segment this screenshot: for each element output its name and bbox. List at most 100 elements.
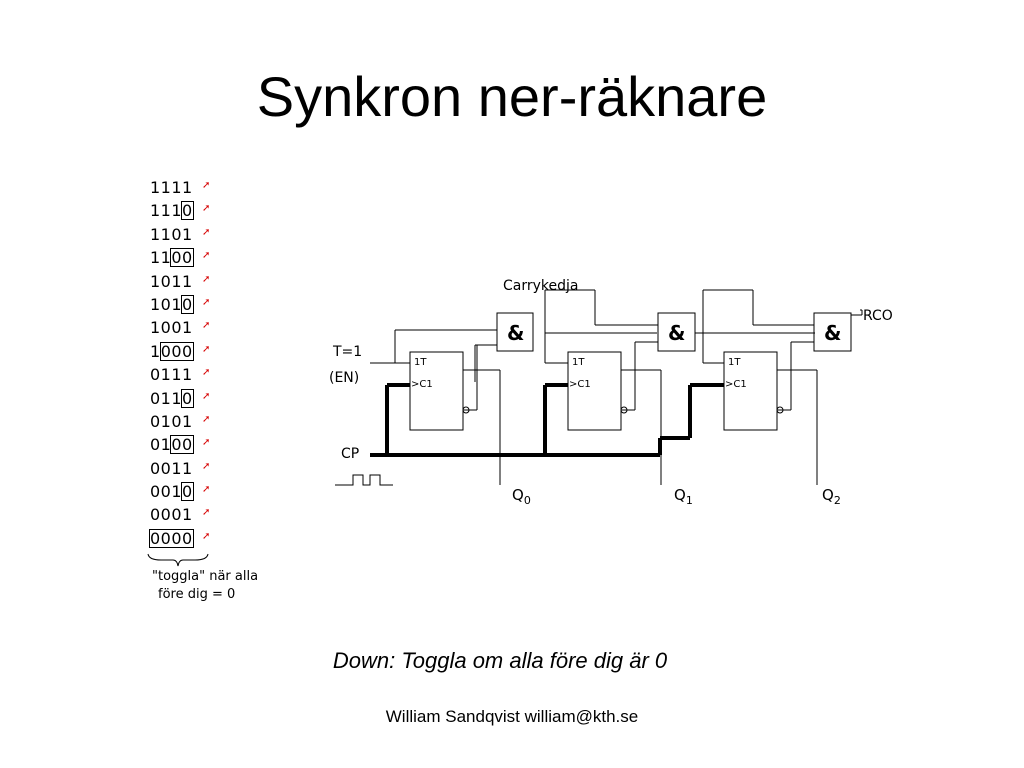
gate-2-symbol: &: [824, 321, 841, 345]
sequence-row: 1011 ➚: [150, 270, 280, 293]
sequence-row: 0000 ➚: [149, 527, 280, 550]
sequence-row: 1100 ➚: [150, 246, 280, 269]
ff-0-toggle-label: 1T: [414, 357, 427, 368]
sequence-row: 1111 ➚: [150, 176, 280, 199]
sequence-row: 1010 ➚: [150, 293, 280, 316]
q2-subscript: 2: [834, 494, 841, 507]
counter-circuit: Carrykedja RCO T=1 (EN) CP & & & 1T >C1 …: [325, 270, 925, 520]
en-label: (EN): [329, 370, 359, 386]
toggle-arrow-icon: ➚: [202, 273, 211, 285]
toggle-arrow-icon: ➚: [202, 484, 211, 496]
sequence-row: 0110 ➚: [150, 387, 280, 410]
sequence-bits-toggled: 000: [159, 341, 194, 361]
sequence-bits-plain: 1111: [150, 178, 193, 197]
sequence-row: 1101 ➚: [150, 223, 280, 246]
q2-label: Q2: [822, 486, 841, 507]
sequence-bits: 1010: [150, 293, 194, 316]
sequence-note: "toggla" när alla före dig = 0: [152, 568, 258, 604]
sequence-bits: 1111: [150, 176, 193, 199]
sequence-bits: 0011: [150, 457, 193, 480]
sequence-bits: 0000: [149, 527, 194, 550]
sequence-bits: 0001: [150, 503, 193, 526]
sequence-bits: 1001: [150, 316, 193, 339]
sequence-bits-plain: 111: [150, 201, 183, 221]
sequence-note-line2: före dig = 0: [158, 587, 236, 602]
sequence-bits-toggled: 0: [181, 201, 194, 221]
rco-label: RCO: [863, 308, 893, 324]
sequence-bits: 1000: [150, 340, 194, 363]
sequence-note-line1: "toggla" när alla: [152, 569, 259, 584]
toggle-arrow-icon: ➚: [202, 367, 211, 379]
slide-caption: Down: Toggla om alla före dig är 0: [332, 648, 668, 673]
t-label: T=1: [332, 344, 362, 360]
toggle-arrow-icon: ➚: [202, 226, 211, 238]
toggle-arrow-icon: ➚: [202, 343, 211, 355]
sequence-bits-plain: 0111: [150, 365, 193, 385]
toggle-arrow-icon: ➚: [202, 296, 211, 308]
carry-label: Carrykedja: [503, 278, 578, 294]
sequence-bits-plain: 1: [150, 341, 161, 361]
toggle-arrow-icon: ➚: [202, 320, 211, 332]
sequence-bits-plain: 1101: [150, 224, 193, 244]
sequence-bits-toggled: 00: [170, 248, 194, 268]
q1-label: Q1: [674, 486, 693, 507]
q0-label: Q0: [512, 486, 531, 507]
sequence-row: 0011 ➚: [150, 457, 280, 480]
q1-subscript: 1: [686, 494, 693, 507]
sequence-bits-toggled: 0: [181, 482, 194, 502]
toggle-arrow-icon: ➚: [202, 437, 211, 449]
sequence-bits-plain: 11: [150, 248, 172, 268]
sequence-bits-plain: 0101: [150, 411, 193, 431]
ff-2-clock-label: >C1: [725, 379, 747, 390]
gate-1-symbol: &: [668, 321, 685, 345]
sequence-bits: 0111: [150, 363, 193, 386]
ff-1-toggle-label: 1T: [572, 357, 585, 368]
q0-letter: Q: [512, 486, 524, 504]
ff-2-toggle-label: 1T: [728, 357, 741, 368]
slide-footer: William Sandqvist william@kth.se: [385, 707, 639, 726]
sequence-bits: 0010: [150, 480, 194, 503]
toggle-arrow-icon: ➚: [202, 460, 211, 472]
sequence-bits: 1011: [150, 270, 193, 293]
sequence-bits-plain: 0011: [150, 458, 193, 478]
toggle-arrow-icon: ➚: [202, 390, 211, 402]
sequence-bits-plain: 101: [150, 294, 183, 314]
q0-subscript: 0: [524, 494, 531, 507]
sequence-bits: 1110: [150, 199, 194, 222]
sequence-bits: 0101: [150, 410, 193, 433]
sequence-bits-toggled: 00: [170, 435, 194, 455]
sequence-row: 0111 ➚: [150, 363, 280, 386]
sequence-bits-plain: 011: [150, 388, 183, 408]
toggle-arrow-icon: ➚: [202, 530, 211, 542]
sequence-bits: 0100: [150, 433, 194, 456]
sequence-row: 0100 ➚: [150, 433, 280, 456]
sequence-row: 1001 ➚: [150, 316, 280, 339]
sequence-bits: 0110: [150, 387, 194, 410]
ff-0-clock-label: >C1: [411, 379, 433, 390]
sequence-bits-plain: 001: [150, 482, 183, 502]
q1-letter: Q: [674, 486, 686, 504]
sequence-brace: [147, 553, 209, 567]
toggle-arrow-icon: ➚: [202, 413, 211, 425]
sequence-bits-toggled: 0: [181, 294, 194, 314]
slide-title: Synkron ner-räknare: [256, 65, 768, 128]
count-sequence: 1111➚1110➚1101➚1100➚1011➚1010➚1001➚1000➚…: [149, 176, 280, 550]
toggle-arrow-icon: ➚: [202, 250, 211, 262]
toggle-arrow-icon: ➚: [202, 203, 211, 215]
sequence-bits: 1100: [150, 246, 194, 269]
q2-letter: Q: [822, 486, 834, 504]
ff-1-clock-label: >C1: [569, 379, 591, 390]
sequence-row: 1110 ➚: [150, 199, 280, 222]
sequence-bits: 1101: [150, 223, 193, 246]
gate-0-symbol: &: [507, 321, 524, 345]
sequence-bits-plain: 1001: [150, 318, 193, 338]
toggle-arrow-icon: ➚: [202, 180, 211, 191]
sequence-row: 0101 ➚: [150, 410, 280, 433]
sequence-bits-toggled: 0000: [149, 528, 194, 548]
sequence-bits-plain: 1011: [150, 271, 193, 291]
sequence-row: 0001 ➚: [150, 503, 280, 526]
sequence-row: 0010 ➚: [150, 480, 280, 503]
toggle-arrow-icon: ➚: [202, 507, 211, 519]
sequence-row: 1000 ➚: [150, 340, 280, 363]
sequence-bits-plain: 0001: [150, 505, 193, 525]
